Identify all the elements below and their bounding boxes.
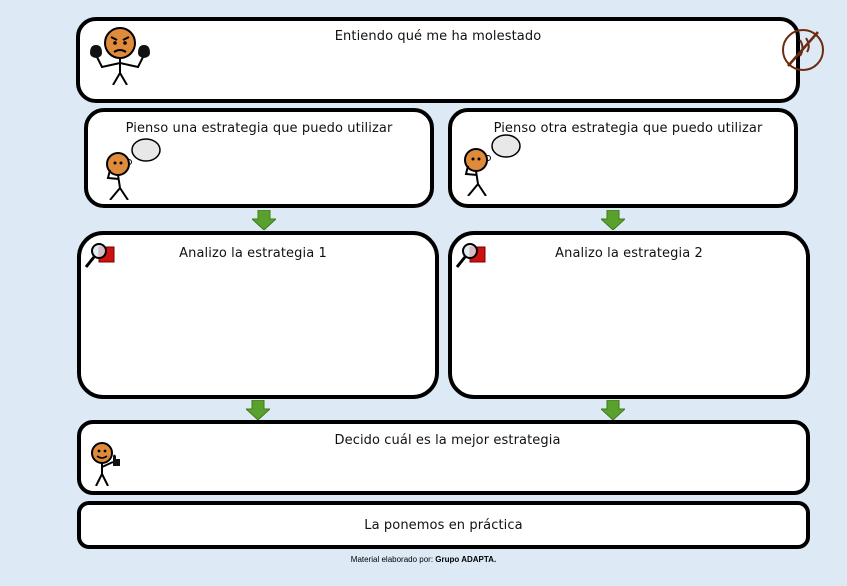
step-think1-label: Pienso una estrategia que puedo utilizar [125,121,393,136]
step-understand-label: Entiendo qué me ha molestado [334,29,542,44]
down-arrow-icon [252,210,276,230]
step-analyze2-label: Analizo la estrategia 2 [555,246,703,261]
logo-circle-icon [782,29,824,71]
step-analyze2-box: Analizo la estrategia 2 [448,231,810,399]
thumbs-up-person-icon [91,442,120,486]
step-analyze1-label: Analizo la estrategia 1 [179,246,327,261]
magnifier-icon [456,243,486,268]
angry-person-icon [90,27,150,85]
step-apply-label: La ponemos en práctica [364,518,523,533]
down-arrow-icon [246,400,270,420]
step-analyze1-box: Analizo la estrategia 1 [77,231,439,399]
step-think1-box: Pienso una estrategia que puedo utilizar [84,108,434,208]
step-decide-label: Decido cuál es la mejor estrategia [334,433,561,448]
down-arrow-icon [601,400,625,420]
credit-prefix: Material elaborado por: [350,555,436,564]
thinking-person-icon [464,134,521,196]
down-arrow-icon [601,210,625,230]
step-think2-label: Pienso otra estrategia que puedo utiliza… [493,121,763,136]
magnifier-icon [85,243,115,268]
step-apply-box: La ponemos en práctica [77,501,810,549]
step-decide-box: Decido cuál es la mejor estrategia [77,420,810,495]
step-think2-box: Pienso otra estrategia que puedo utiliza… [448,108,798,208]
credit-footer: Material elaborado por: Grupo ADAPTA. [0,555,847,564]
step-understand-box: Entiendo qué me ha molestado [76,17,824,103]
thinking-person-icon [106,138,161,200]
credit-author: Grupo ADAPTA. [435,555,497,564]
